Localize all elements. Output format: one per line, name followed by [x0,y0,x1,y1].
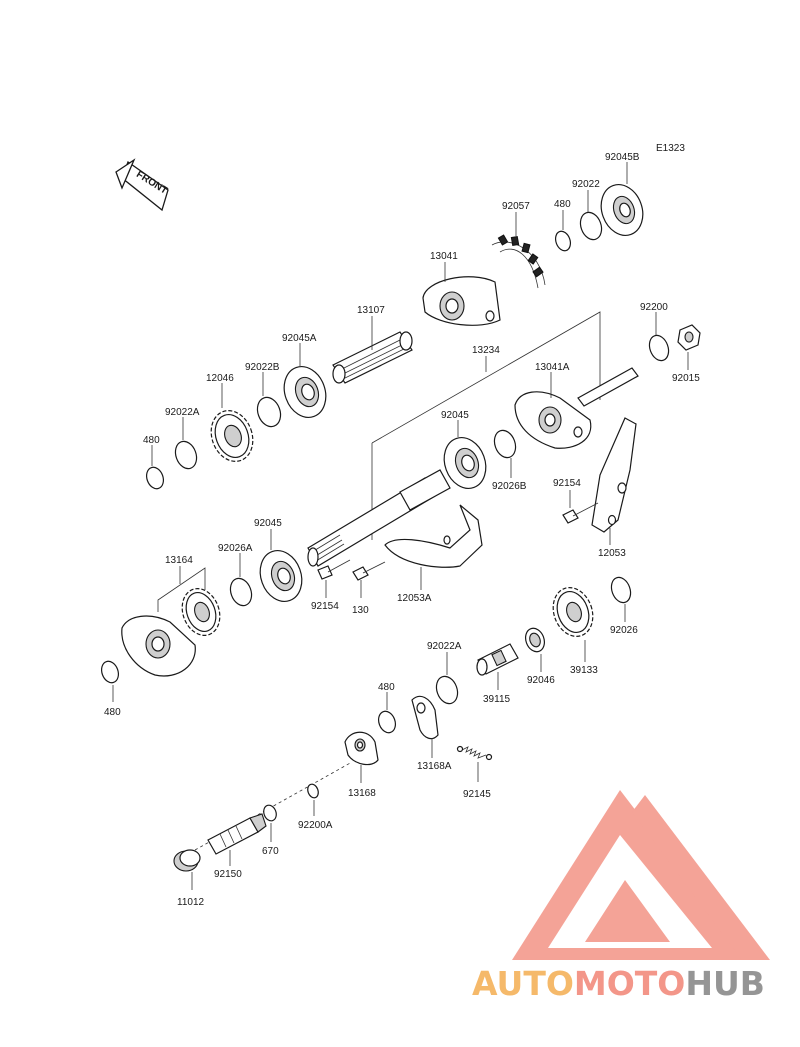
label-92022B: 92022B [245,362,280,373]
label-130: 130 [352,605,369,616]
label-13041: 13041 [430,251,458,262]
bolt-92154-right[interactable] [562,502,599,524]
label-92150: 92150 [214,869,242,880]
label-92026: 92026 [610,625,638,636]
washer-92022B[interactable] [254,394,285,430]
washer-92022A-mid[interactable] [433,673,461,706]
label-92154-right: 92154 [553,478,581,489]
label-92045B: 92045B [605,152,640,163]
watermark-hub: HUB [685,964,765,1003]
label-670: 670 [262,846,279,857]
svg-text:AUTOMOTOHUB: AUTOMOTOHUB [472,964,765,1003]
label-92200: 92200 [640,302,668,313]
spring-92145[interactable] [456,745,493,761]
label-12053: 12053 [598,548,626,559]
bearing-92045A[interactable] [277,361,332,424]
label-13234: 13234 [472,345,500,356]
bearing-92045B[interactable] [594,179,649,242]
guide-13041[interactable] [422,276,501,326]
washer-92026[interactable] [608,575,634,606]
label-13164: 13164 [165,555,193,566]
circlip-480-left[interactable] [144,465,167,491]
label-13041A: 13041A [535,362,570,373]
needle-bearing-92046[interactable] [522,626,547,655]
sprocket-13164[interactable] [176,583,226,640]
diagram-code: E1323 [656,143,685,154]
front-arrow-icon: FRONT [115,158,169,212]
label-92200A: 92200A [298,820,333,831]
leader-13234-frame [371,311,601,444]
bolt-92150[interactable] [207,813,267,855]
washer-92026A[interactable] [227,575,255,608]
washer-92200A[interactable] [306,783,320,800]
label-12053A: 12053A [397,593,432,604]
label-92045A: 92045A [282,333,317,344]
washer-92200[interactable] [646,333,672,364]
label-92046: 92046 [527,675,555,686]
oring-670[interactable] [262,803,279,822]
watermark-auto: AUTO [472,964,574,1003]
label-12046: 12046 [206,373,234,384]
bolt-130[interactable] [352,561,386,581]
label-480-top: 480 [554,199,571,210]
bracket-12053A[interactable] [384,504,483,568]
bearing-92045-low[interactable] [253,545,308,608]
bearing-92045[interactable] [437,432,492,495]
watermark-moto: MOTO [574,964,685,1003]
label-480-mid: 480 [378,682,395,693]
washer-92022A-left[interactable] [172,438,200,471]
label-11012: 11012 [177,897,205,908]
label-92022-top: 92022 [572,179,600,190]
label-92057: 92057 [502,201,530,212]
lever-13168A[interactable] [411,695,439,740]
label-39115: 39115 [483,694,511,705]
shaft-39115[interactable] [476,643,519,676]
cap-11012[interactable] [173,849,201,872]
watermark-logo: AUTOMOTOHUB [472,790,770,1003]
bracket-12053[interactable] [591,417,637,533]
circlip-480-mid[interactable] [376,709,399,735]
washer-92022[interactable] [577,209,605,242]
label-92145: 92145 [463,789,491,800]
lever-13168[interactable] [344,731,379,766]
label-92045-low: 92045 [254,518,282,529]
washer-92026B[interactable] [491,427,519,460]
label-480-bottom: 480 [104,707,121,718]
label-13107: 13107 [357,305,385,316]
label-92154-low: 92154 [311,601,339,612]
label-92026A: 92026A [218,543,253,554]
bolt-92154-low[interactable] [317,559,351,580]
circlip-480-top[interactable] [553,229,573,253]
sprocket-12046[interactable] [204,405,259,468]
label-39133: 39133 [570,665,598,676]
label-480-left: 480 [143,435,160,446]
chain-92057[interactable] [491,234,546,289]
label-92022A-mid: 92022A [427,641,462,652]
label-92045: 92045 [441,410,469,421]
label-92026B: 92026B [492,481,527,492]
needle-bearing-13107[interactable] [332,331,413,384]
guide-13041A[interactable] [514,391,592,449]
sprocket-39133[interactable] [547,582,600,642]
shaft-13234[interactable] [307,469,451,567]
guide-13164[interactable] [121,615,196,677]
label-92022A-left: 92022A [165,407,200,418]
label-13168A: 13168A [417,761,452,772]
shaft-pin[interactable] [577,367,639,407]
label-13168: 13168 [348,788,376,799]
label-92015: 92015 [672,373,700,384]
circlip-480-bottom[interactable] [99,659,122,685]
